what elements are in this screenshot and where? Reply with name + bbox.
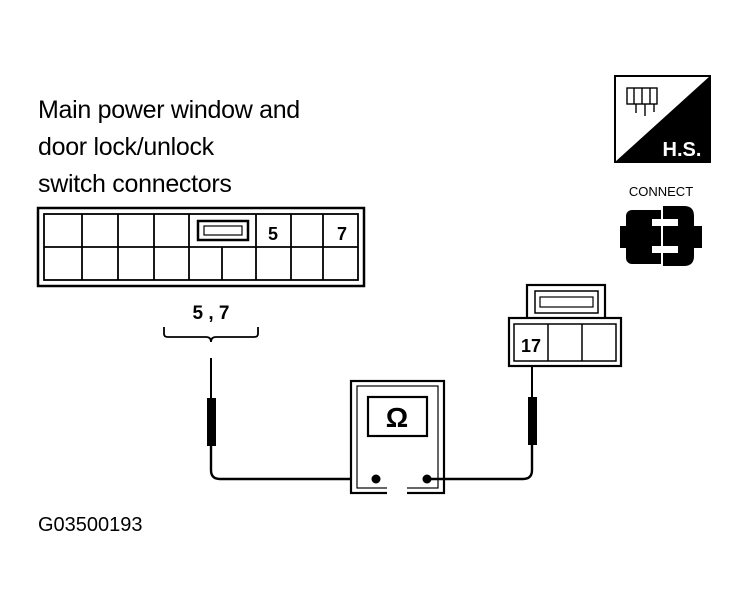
small-connector: 17 — [507, 283, 623, 368]
left-test-probe — [207, 358, 376, 481]
harness-side-badge: H.S. — [614, 75, 711, 163]
probe-pin-brace: 5 , 7 — [163, 303, 259, 343]
ohm-symbol: Ω — [386, 402, 408, 433]
connect-label: CONNECT — [629, 184, 693, 199]
ohmmeter: Ω — [349, 379, 446, 495]
title-line-2: door lock/unlock — [38, 133, 214, 161]
probe-pin-label: 5 , 7 — [193, 303, 230, 324]
title-line-1: Main power window and — [38, 96, 300, 124]
diagram-title: Main power window and door lock/unlock s… — [38, 92, 300, 203]
pin-label-5: 5 — [268, 224, 278, 244]
meter-terminal-left — [371, 474, 381, 484]
hs-label: H.S. — [663, 139, 702, 161]
connect-badge: CONNECT — [620, 184, 702, 266]
connected-plug-icon — [620, 206, 702, 266]
main-switch-connector: 5 7 — [36, 206, 366, 288]
title-line-3: switch connectors — [38, 170, 232, 198]
connector-pins-icon — [626, 87, 658, 116]
right-test-probe — [427, 362, 537, 481]
pin-label-7: 7 — [337, 224, 347, 244]
pin-label-17: 17 — [521, 336, 541, 356]
figure-id: G03500193 — [38, 514, 143, 536]
